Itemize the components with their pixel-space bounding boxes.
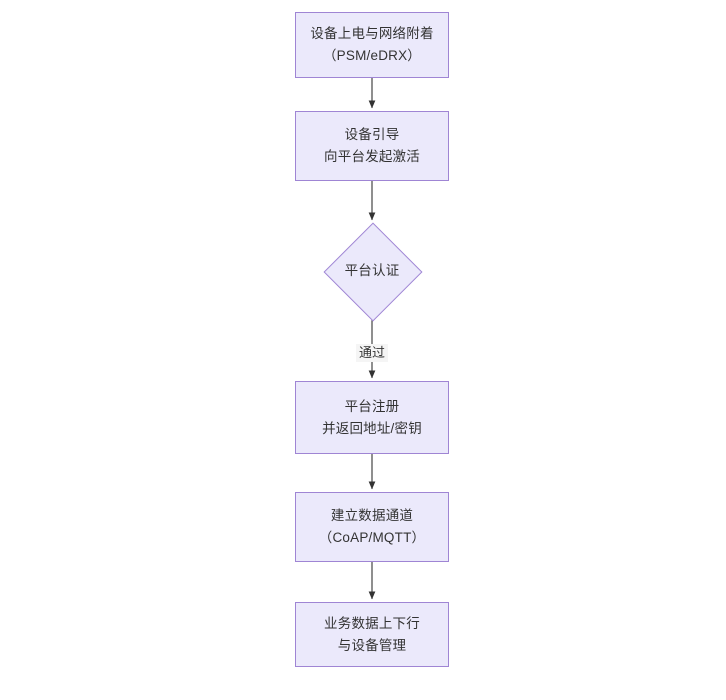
node-device-power-on[interactable]: 设备上电与网络附着 （PSM/eDRX） bbox=[295, 12, 449, 78]
node-label: 平台注册 并返回地址/密钥 bbox=[322, 398, 422, 436]
node-label: 设备引导 向平台发起激活 bbox=[324, 127, 420, 164]
node-label: 设备上电与网络附着 （PSM/eDRX） bbox=[310, 26, 434, 63]
edge-label-pass: 通过 bbox=[356, 344, 389, 362]
node-label: 建立数据通道 （CoAP/MQTT） bbox=[318, 508, 426, 545]
node-device-bootstrap[interactable]: 设备引导 向平台发起激活 bbox=[295, 111, 449, 181]
node-platform-authentication[interactable]: 平台认证 bbox=[322, 222, 423, 322]
node-establish-data-channel[interactable]: 建立数据通道 （CoAP/MQTT） bbox=[295, 492, 449, 562]
node-label: 平台认证 bbox=[344, 263, 400, 278]
node-label: 业务数据上下行 与设备管理 bbox=[324, 615, 420, 653]
node-business-data-and-device-management[interactable]: 业务数据上下行 与设备管理 bbox=[295, 602, 449, 667]
node-platform-registration[interactable]: 平台注册 并返回地址/密钥 bbox=[295, 381, 449, 454]
